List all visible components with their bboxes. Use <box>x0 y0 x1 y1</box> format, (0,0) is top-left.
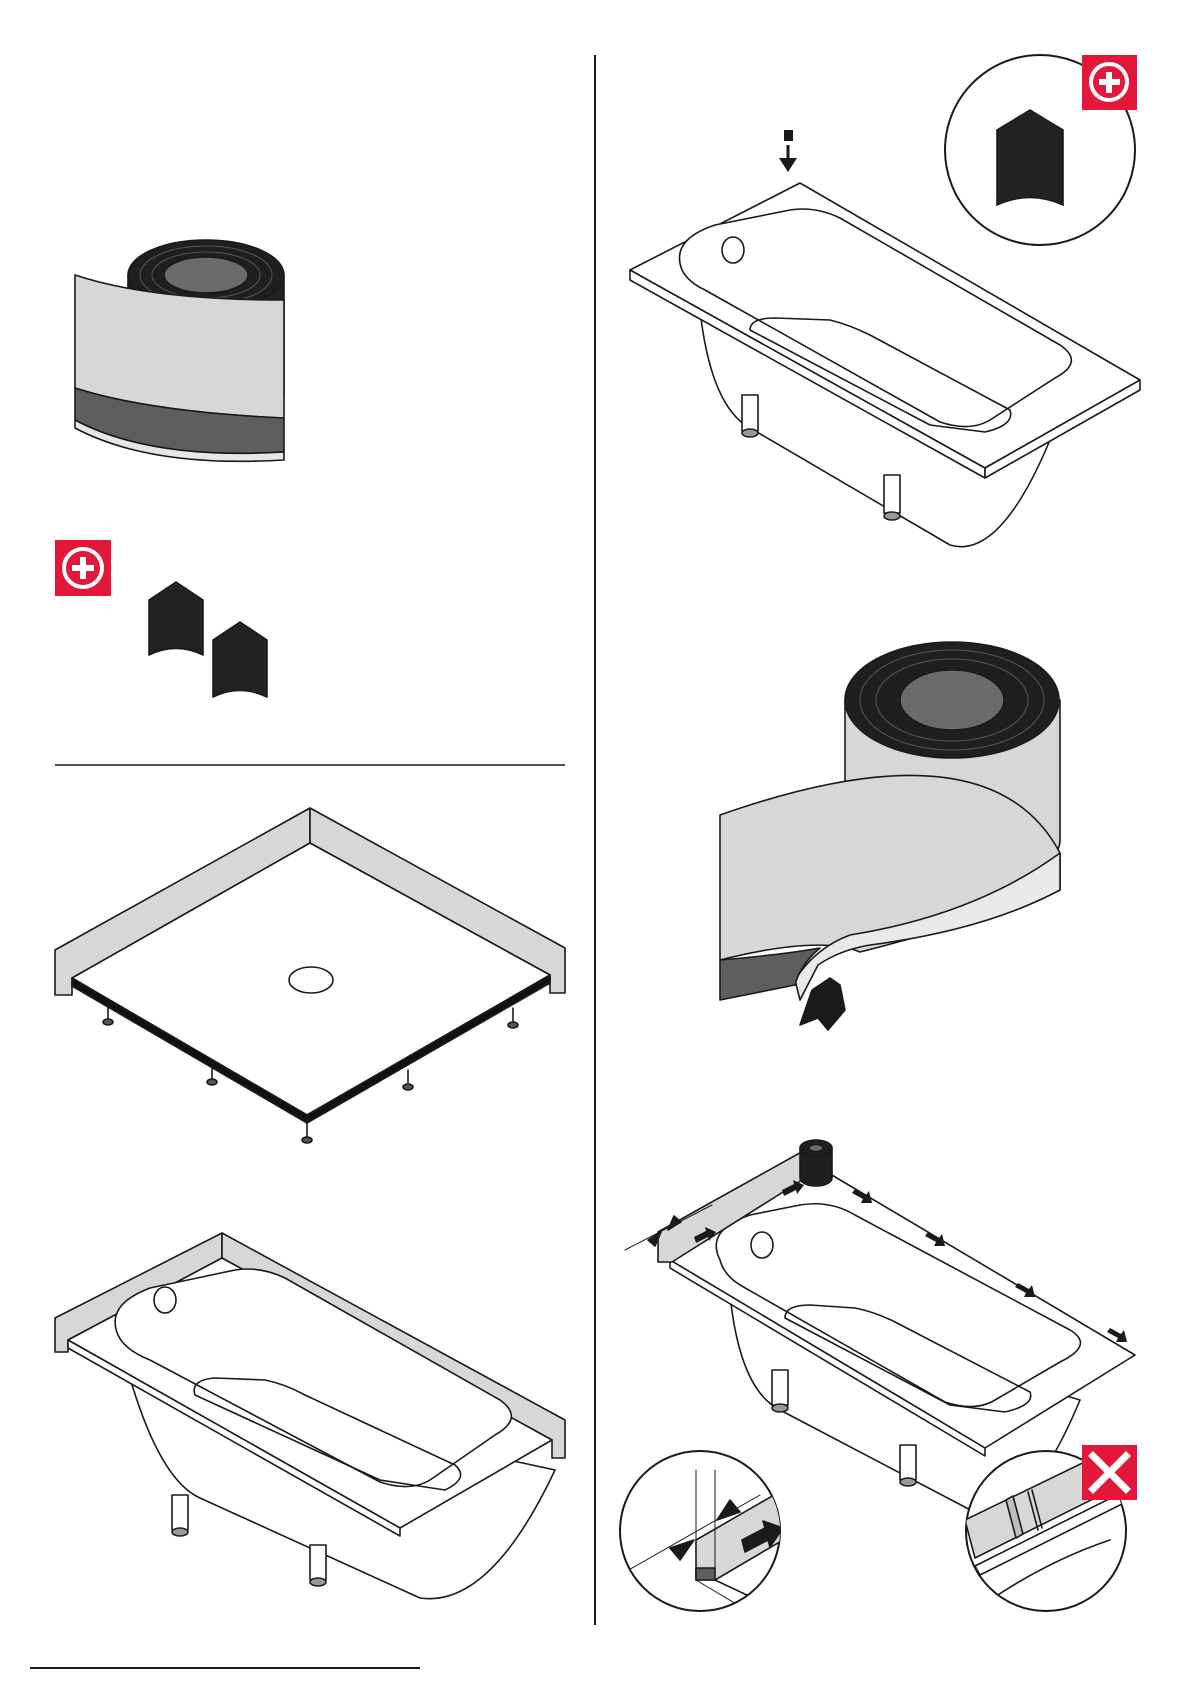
down-arrow-icon <box>779 130 797 172</box>
detail-correct-overlap <box>620 1451 800 1630</box>
peeling-tape-roll <box>720 642 1060 1030</box>
add-badge-icon <box>1082 55 1137 110</box>
forbidden-badge-icon <box>1082 1445 1137 1500</box>
bathtub-flange-figure <box>55 1233 565 1599</box>
corner-pieces <box>149 582 267 697</box>
add-badge-icon <box>55 540 111 596</box>
shower-tray-figure <box>55 808 565 1143</box>
sealing-tape-roll <box>75 240 284 461</box>
